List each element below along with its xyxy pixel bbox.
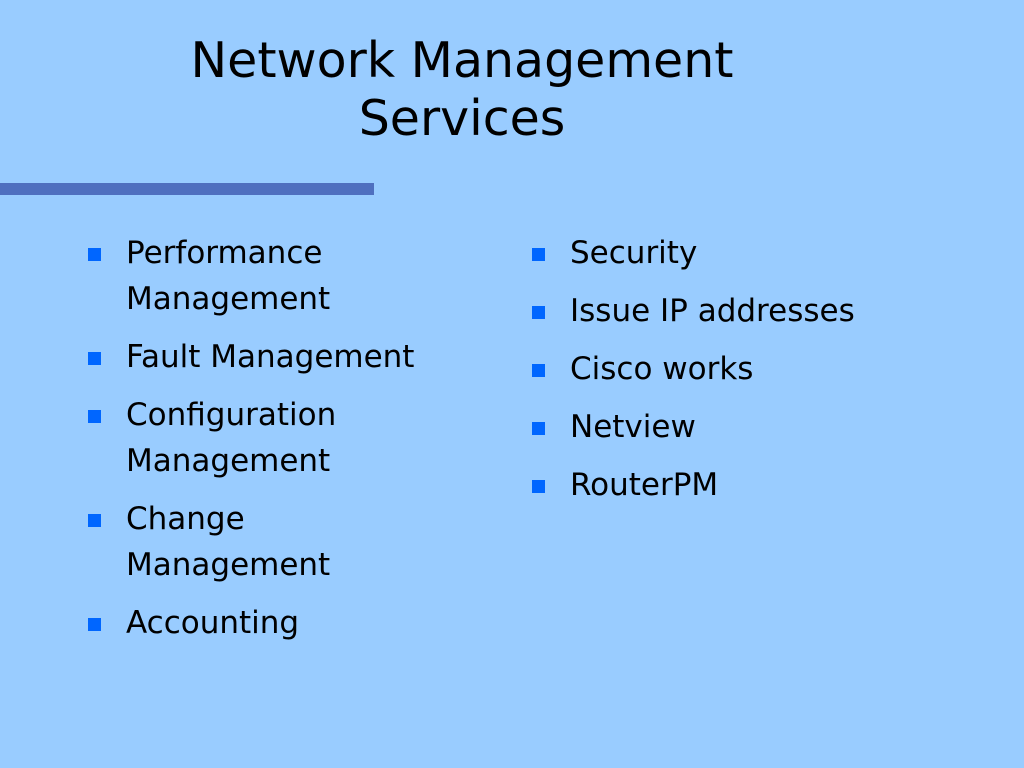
square-bullet-icon (88, 352, 101, 365)
title-divider (0, 183, 374, 195)
list-item-line: Netview (570, 409, 696, 445)
list-item: Performance Management (88, 230, 488, 322)
list-item: Fault Management (88, 334, 488, 380)
square-bullet-icon (88, 410, 101, 423)
list-item: Netview (532, 404, 992, 450)
square-bullet-icon (88, 514, 101, 527)
list-item-line: Management (126, 547, 331, 583)
list-item-line: RouterPM (570, 467, 719, 503)
list-item-line: Change (126, 501, 245, 537)
list-item-line: Security (570, 235, 698, 271)
square-bullet-icon (88, 618, 101, 631)
list-item-line: Fault Management (126, 339, 415, 375)
right-bullet-list: Security Issue IP addresses Cisco works … (532, 230, 992, 520)
list-item-line: Issue IP addresses (570, 293, 855, 329)
square-bullet-icon (88, 248, 101, 261)
square-bullet-icon (532, 480, 545, 493)
list-item: Cisco works (532, 346, 992, 392)
list-item-line: Performance (126, 235, 323, 271)
list-item-line: Configuration (126, 397, 337, 433)
list-item-line: Accounting (126, 605, 300, 641)
square-bullet-icon (532, 248, 545, 261)
slide-title-line-2: Services (358, 90, 566, 147)
list-item: Security (532, 230, 992, 276)
square-bullet-icon (532, 364, 545, 377)
left-bullet-list: Performance Management Fault Management … (88, 230, 488, 658)
list-item: Accounting (88, 600, 488, 646)
square-bullet-icon (532, 422, 545, 435)
slide-title-line-1: Network Management (190, 32, 734, 89)
slide-title: Network Management Services (0, 32, 924, 148)
list-item-line: Cisco works (570, 351, 754, 387)
list-item: Issue IP addresses (532, 288, 992, 334)
list-item: Change Management (88, 496, 488, 588)
square-bullet-icon (532, 306, 545, 319)
list-item: Configuration Management (88, 392, 488, 484)
list-item: RouterPM (532, 462, 992, 508)
list-item-line: Management (126, 443, 331, 479)
list-item-line: Management (126, 281, 331, 317)
